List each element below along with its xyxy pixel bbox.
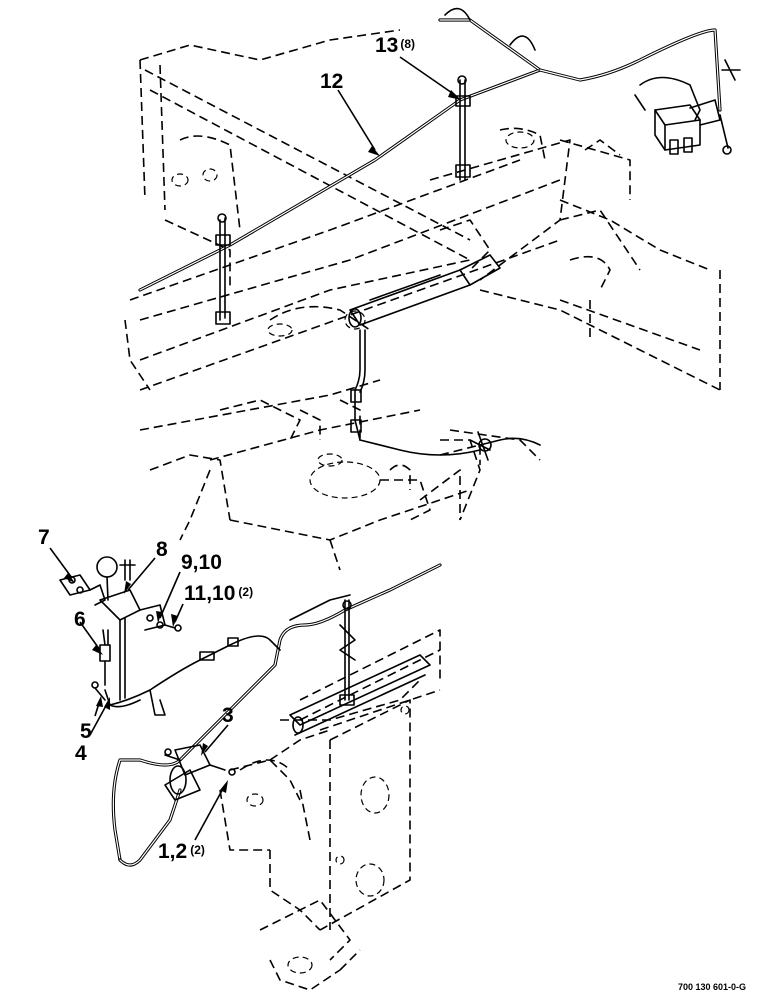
callout-3: 3 xyxy=(222,704,234,727)
figure-id: 700 130 601-0-G xyxy=(678,982,746,992)
tube-clips-upper xyxy=(215,7,536,325)
svg-text:4: 4 xyxy=(75,742,87,765)
svg-text:12: 12 xyxy=(320,70,343,93)
callout-9-10: 9,10 xyxy=(181,551,222,574)
svg-text:8: 8 xyxy=(156,538,168,561)
switch-assembly xyxy=(164,744,236,801)
callout-8: 8 xyxy=(156,538,168,561)
tube-line-12 xyxy=(138,18,722,292)
svg-text:11,10(2): 11,10(2) xyxy=(184,582,253,605)
svg-text:7: 7 xyxy=(38,526,50,549)
callout-7: 7 xyxy=(38,526,50,549)
svg-text:1,2(2): 1,2(2) xyxy=(158,840,205,863)
svg-text:6: 6 xyxy=(74,608,86,631)
callout-1-2: 1,2(2) xyxy=(158,840,205,863)
callout-4: 4 xyxy=(75,742,87,765)
leader-lines xyxy=(49,56,461,841)
svg-text:9,10: 9,10 xyxy=(181,551,222,574)
upper-frame-phantom xyxy=(124,29,721,391)
wire-harness xyxy=(104,594,356,716)
callout-6: 6 xyxy=(74,608,86,631)
callout-5: 5 xyxy=(80,720,92,743)
mid-frame-phantom xyxy=(139,379,541,571)
svg-text:13(8): 13(8) xyxy=(375,34,415,57)
callout-13: 13(8) xyxy=(375,34,415,57)
svg-text:3: 3 xyxy=(222,704,234,727)
cylinder-upper xyxy=(348,254,541,461)
callout-11-10: 11,10(2) xyxy=(184,582,253,605)
svg-text:5: 5 xyxy=(80,720,92,743)
callout-12: 12 xyxy=(320,70,343,93)
tube-line-lower xyxy=(111,563,442,867)
cylinder-lower xyxy=(289,654,431,736)
valve-block xyxy=(654,59,741,155)
lower-frame-phantom xyxy=(219,629,441,991)
